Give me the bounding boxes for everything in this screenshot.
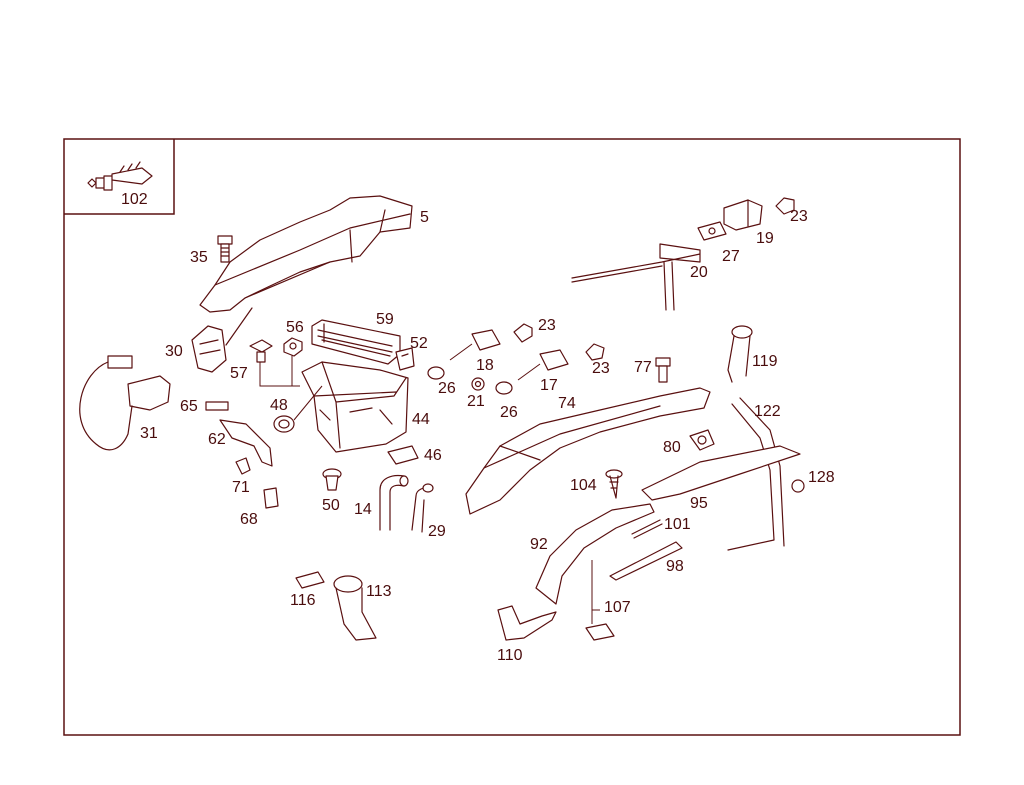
label-18: 18 bbox=[476, 357, 494, 374]
part-65-clip bbox=[205, 401, 229, 411]
label-23-top: 23 bbox=[790, 208, 808, 225]
part-119-duct bbox=[727, 325, 753, 383]
part-19-actuator bbox=[723, 199, 763, 231]
label-102: 102 bbox=[121, 191, 148, 208]
label-101: 101 bbox=[664, 516, 691, 533]
label-26-right: 26 bbox=[500, 404, 518, 421]
part-101-rod bbox=[631, 519, 663, 539]
part-57-screw bbox=[249, 339, 300, 387]
label-21: 21 bbox=[467, 393, 485, 410]
label-31: 31 bbox=[140, 425, 158, 442]
part-26-washer-right bbox=[495, 381, 513, 395]
label-77: 77 bbox=[634, 359, 652, 376]
part-27-gasket bbox=[697, 221, 727, 241]
part-102-clip bbox=[87, 161, 153, 191]
label-107: 107 bbox=[604, 599, 631, 616]
inset-box bbox=[64, 139, 175, 215]
label-17: 17 bbox=[540, 377, 558, 394]
label-56: 56 bbox=[286, 319, 304, 336]
part-48-grommet bbox=[273, 385, 323, 433]
label-46: 46 bbox=[424, 447, 442, 464]
part-30-housing bbox=[191, 307, 253, 373]
part-26-washer-left bbox=[427, 366, 445, 380]
label-98: 98 bbox=[666, 558, 684, 575]
label-44: 44 bbox=[412, 411, 430, 428]
part-20-linkage bbox=[571, 243, 701, 311]
label-110: 110 bbox=[497, 647, 523, 664]
part-107-clip bbox=[585, 560, 615, 641]
part-128-nut bbox=[791, 479, 805, 493]
label-48: 48 bbox=[270, 397, 288, 414]
diagram-frame bbox=[63, 138, 961, 736]
label-71: 71 bbox=[232, 479, 250, 496]
label-74: 74 bbox=[558, 395, 576, 412]
label-23-mid: 23 bbox=[538, 317, 556, 334]
label-5: 5 bbox=[420, 209, 429, 226]
part-23-plug-top bbox=[775, 197, 795, 215]
label-59: 59 bbox=[376, 311, 394, 328]
label-14: 14 bbox=[354, 501, 372, 518]
label-30: 30 bbox=[165, 343, 183, 360]
label-26-left: 26 bbox=[438, 380, 456, 397]
part-74-duct bbox=[465, 387, 711, 515]
part-71-clip bbox=[235, 457, 251, 475]
part-14-hose bbox=[379, 474, 409, 531]
part-50-plug bbox=[322, 468, 342, 491]
label-80: 80 bbox=[663, 439, 681, 456]
part-77-bolt bbox=[655, 357, 671, 383]
part-18-connector bbox=[449, 329, 501, 361]
part-29-hose bbox=[411, 483, 434, 533]
part-17-connector bbox=[517, 349, 569, 381]
part-113-duct bbox=[333, 575, 377, 641]
part-5-duct bbox=[199, 195, 413, 313]
part-23-plug-mid bbox=[513, 323, 533, 343]
label-128: 128 bbox=[808, 469, 835, 486]
label-35: 35 bbox=[190, 249, 208, 266]
label-27: 27 bbox=[722, 248, 740, 265]
part-80-clamp bbox=[689, 429, 715, 451]
label-65: 65 bbox=[180, 398, 198, 415]
part-95-duct bbox=[641, 445, 801, 501]
part-116-clip bbox=[295, 571, 325, 589]
label-68: 68 bbox=[240, 511, 258, 528]
part-23-plug-right bbox=[585, 343, 605, 361]
label-113: 113 bbox=[366, 583, 392, 600]
part-110-bracket bbox=[497, 605, 557, 641]
label-20: 20 bbox=[690, 264, 708, 281]
label-19: 19 bbox=[756, 230, 774, 247]
part-44-housing bbox=[301, 361, 409, 453]
part-92-duct bbox=[535, 503, 655, 605]
label-57: 57 bbox=[230, 365, 248, 382]
label-62: 62 bbox=[208, 431, 226, 448]
label-122: 122 bbox=[754, 403, 781, 420]
part-56-nut bbox=[283, 337, 303, 357]
label-95: 95 bbox=[690, 495, 708, 512]
part-52-bracket bbox=[395, 347, 415, 371]
part-104-screw bbox=[605, 469, 623, 499]
label-29: 29 bbox=[428, 523, 446, 540]
label-119: 119 bbox=[752, 353, 778, 370]
label-23-right: 23 bbox=[592, 360, 610, 377]
part-21-nut bbox=[471, 377, 485, 391]
label-116: 116 bbox=[290, 592, 316, 609]
part-62-bracket bbox=[219, 419, 273, 467]
label-layer: 102 5 35 30 57 56 59 52 31 65 48 62 44 4… bbox=[121, 191, 835, 664]
part-31-sensor bbox=[79, 355, 171, 451]
part-98-strip bbox=[609, 541, 683, 581]
label-92: 92 bbox=[530, 536, 548, 553]
label-50: 50 bbox=[322, 497, 340, 514]
label-52: 52 bbox=[410, 335, 428, 352]
part-68-clip bbox=[263, 487, 279, 509]
part-46-clip bbox=[387, 445, 419, 465]
part-35-bolt bbox=[217, 235, 233, 263]
label-104: 104 bbox=[570, 477, 597, 494]
